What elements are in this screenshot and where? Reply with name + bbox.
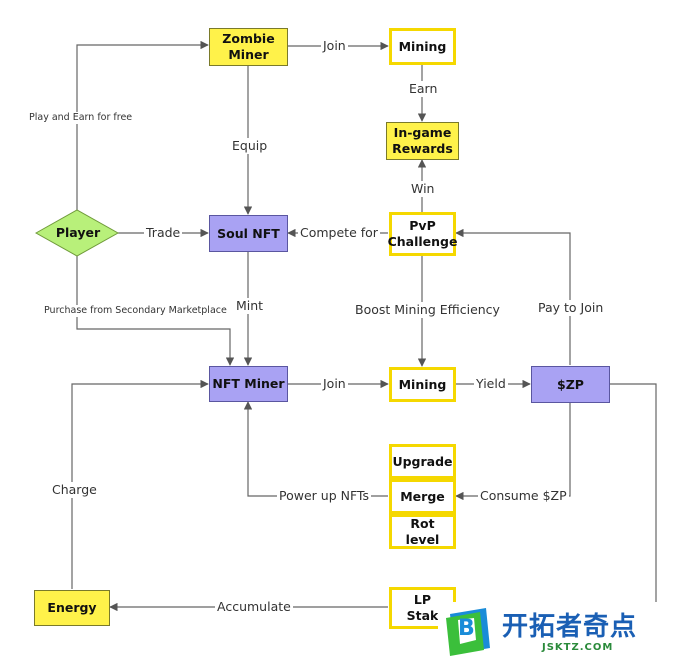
edge-pay-join	[455, 228, 571, 365]
label-power-up: Power up NFTs	[277, 488, 371, 504]
watermark: B 开拓者奇点 JSKTZ.COM	[438, 602, 677, 662]
player-label: Player	[55, 225, 101, 240]
zombie-miner-node: Zombie Miner	[209, 28, 288, 66]
watermark-logo	[446, 608, 490, 656]
edge-play-earn	[76, 40, 209, 210]
edge-charge	[71, 379, 209, 589]
ingame-rewards-node: In-game Rewards	[386, 122, 459, 160]
watermark-domain: JSKTZ.COM	[542, 642, 614, 653]
mining-mid-node: Mining	[389, 367, 456, 402]
zp-token-node: $ZP	[531, 366, 610, 403]
watermark-logo-letter: B	[458, 616, 475, 641]
label-consume-zp: Consume $ZP	[478, 488, 569, 504]
edge-power-up	[243, 401, 388, 497]
label-play-earn: Play and Earn for free	[27, 112, 135, 124]
player-diamond	[34, 209, 120, 257]
edge-consume	[455, 403, 571, 501]
label-purchase: Purchase from Secondary Marketplace	[42, 305, 229, 317]
label-mint: Mint	[234, 298, 266, 314]
merge-node: Merge	[389, 479, 456, 514]
label-earn: Earn	[407, 81, 440, 97]
watermark-brand: 开拓者奇点	[502, 612, 638, 642]
pvp-challenge-node: PvP Challenge	[388, 212, 457, 256]
upgrade-node: Upgrade	[389, 444, 456, 479]
label-join-top: Join	[321, 38, 348, 54]
energy-node: Energy	[34, 590, 110, 626]
rot-level-node: Rot level	[389, 514, 456, 549]
label-boost: Boost Mining Efficiency	[353, 302, 502, 318]
label-charge: Charge	[50, 482, 99, 498]
label-win: Win	[409, 181, 437, 197]
label-trade: Trade	[144, 225, 183, 241]
nft-miner-node: NFT Miner	[209, 366, 288, 402]
label-yield: Yield	[474, 376, 508, 392]
label-compete-for: Compete for	[298, 225, 380, 241]
label-join-mid: Join	[321, 376, 348, 392]
mining-top-node: Mining	[389, 28, 456, 65]
label-accumulate: Accumulate	[215, 599, 293, 615]
label-equip: Equip	[230, 138, 270, 154]
label-pay-to-join: Pay to Join	[536, 300, 606, 316]
edge-purchase	[76, 256, 235, 366]
soul-nft-node: Soul NFT	[209, 215, 288, 252]
